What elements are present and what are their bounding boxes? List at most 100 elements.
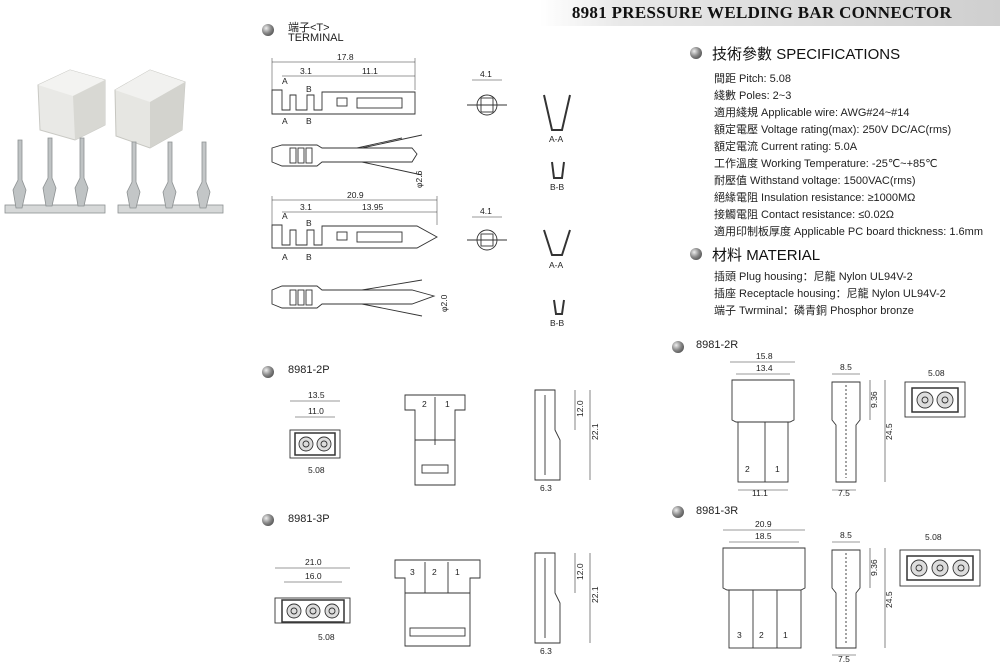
model-2p-label: 8981-2P — [288, 364, 330, 376]
dim-p3-h1: 12.0 — [575, 563, 585, 580]
drawing-8981-3r: 20.9 18.5 3 2 1 8.5 9.36 24.5 7.5 5.08 — [722, 519, 981, 664]
terminal-1-end-view: 4.1 — [467, 69, 507, 116]
label-bb-1: B-B — [550, 182, 565, 192]
section-bb-1: B-B — [550, 161, 565, 192]
terminal-photo-strip-right — [117, 141, 224, 214]
terminal-2-top-view: φ2.0 — [271, 279, 449, 317]
pin-r3-3: 3 — [737, 630, 742, 640]
dim-t-w1: 4.1 — [480, 69, 492, 79]
dim-p2-w1: 13.5 — [308, 390, 325, 400]
spec-voltage: 額定電壓 Voltage rating(max): 250V DC/AC(rms… — [714, 124, 952, 136]
spec-pcb: 適用印制板厚度 Applicable PC board thickness: 1… — [714, 226, 983, 238]
housing-photo-left — [37, 69, 106, 141]
specs-heading: 技術參數 SPECIFICATIONS — [712, 43, 900, 64]
spec-contact: 接觸電阻 Contact resistance: ≤0.02Ω — [714, 209, 894, 221]
material-heading-en: MATERIAL — [746, 247, 821, 264]
dim-r3-w1: 20.9 — [755, 519, 772, 529]
terminal-photo-strip-left — [4, 137, 106, 214]
sec-a-bottom: A — [282, 116, 288, 126]
dim-p3-w1: 21.0 — [305, 557, 322, 567]
bullet-icon — [672, 341, 684, 353]
material-terminal: 端子 Twrminal：磷青銅 Phosphor bronze — [714, 305, 914, 317]
pin-r2-1: 1 — [775, 464, 780, 474]
spec-pitch: 間距 Pitch: 5.08 — [714, 73, 792, 85]
terminal-label-en: TERMINAL — [288, 32, 344, 44]
dim-t-a2: 3.1 — [300, 202, 312, 212]
dim-t-b2: 13.95 — [362, 202, 384, 212]
dim-r2-h1: 9.36 — [869, 391, 879, 408]
dim-t-d1: φ2.6 — [414, 170, 424, 188]
dim-r2-b: 11.1 — [752, 488, 768, 498]
dim-r2-w1: 15.8 — [756, 351, 773, 361]
dim-t-b1: 11.1 — [362, 66, 378, 76]
drawing-8981-2r: 15.8 13.4 2 1 11.1 8.5 9.36 24.5 7.5 5.0… — [730, 351, 966, 498]
dim-r3-h2: 24.5 — [884, 591, 894, 608]
section-aa-2: A-A — [543, 229, 571, 270]
spec-poles: 綫數 Poles: 2~3 — [714, 90, 792, 102]
dim-t-d2: φ2.0 — [439, 294, 449, 312]
dim-t-len2: 20.9 — [347, 190, 364, 200]
housing-photo-right — [114, 69, 186, 149]
terminal-1-side-view: 17.8 3.1 11.1 A B A B — [271, 52, 416, 126]
dim-r2-d: 7.5 — [838, 488, 850, 498]
material-heading: 材料 MATERIAL — [712, 244, 820, 265]
dim-p2-h2: 22.1 — [590, 423, 600, 440]
specs-heading-cn: 技術參數 — [712, 46, 773, 63]
sec-b-bottom: B — [306, 116, 312, 126]
material-plug: 插頭 Plug housing：尼龍 Nylon UL94V-2 — [714, 271, 913, 283]
pin-p3-1: 1 — [455, 567, 460, 577]
material-heading-cn: 材料 — [712, 247, 743, 264]
pin-p3-3: 3 — [410, 567, 415, 577]
specs-heading-en: SPECIFICATIONS — [776, 46, 901, 63]
bullet-icon — [690, 47, 702, 59]
bullet-icon — [690, 248, 702, 260]
sec-b2-top: B — [306, 218, 312, 228]
dim-r2-p: 5.08 — [928, 368, 945, 378]
spec-insulation: 絕緣電阻 Insulation resistance: ≥1000MΩ — [714, 192, 916, 204]
dim-r2-w2: 13.4 — [756, 363, 773, 373]
dim-p3-h2: 22.1 — [590, 586, 600, 603]
pin-r3-2: 2 — [759, 630, 764, 640]
pin-p2-1: 1 — [445, 399, 450, 409]
dim-p2-p: 5.08 — [308, 465, 325, 475]
model-3r-label: 8981-3R — [696, 505, 739, 517]
dim-r3-s: 8.5 — [840, 530, 852, 540]
sec-a2-top: A — [282, 211, 288, 221]
pin-r2-2: 2 — [745, 464, 750, 474]
terminal-label-cn: 端子<T> — [288, 22, 330, 34]
page-title: 8981 PRESSURE WELDING BAR CONNECTOR — [540, 0, 1000, 26]
dim-t-len1: 17.8 — [337, 52, 354, 62]
sec-b2-bottom: B — [306, 252, 312, 262]
label-bb-2: B-B — [550, 318, 565, 328]
dim-t-a1: 3.1 — [300, 66, 312, 76]
dim-r2-s: 8.5 — [840, 362, 852, 372]
bullet-icon — [262, 514, 274, 526]
sec-b-top: B — [306, 84, 312, 94]
dim-p2-h1: 12.0 — [575, 400, 585, 417]
dim-r3-d: 7.5 — [838, 654, 850, 664]
dim-p3-d: 6.3 — [540, 646, 552, 656]
label-aa-1: A-A — [549, 134, 564, 144]
label-aa-2: A-A — [549, 260, 564, 270]
terminal-1-top-view: φ2.6 — [271, 134, 424, 188]
model-2r-label: 8981-2R — [696, 339, 739, 351]
spec-current: 額定電流 Current rating: 5.0A — [714, 141, 858, 153]
dim-r3-h1: 9.36 — [869, 559, 879, 576]
material-receptacle: 插座 Receptacle housing：尼龍 Nylon UL94V-2 — [714, 288, 946, 300]
spec-temperature: 工作溫度 Working Temperature: -25℃~+85℃ — [714, 158, 938, 170]
terminal-2-side-view: 20.9 3.1 13.95 A B A B — [271, 190, 438, 262]
drawing-8981-3p: 21.0 16.0 5.08 3 2 1 12.0 22.1 6.3 — [274, 552, 600, 656]
dim-t-w2: 4.1 — [480, 206, 492, 216]
spec-withstand: 耐壓值 Withstand voltage: 1500VAC(rms) — [714, 175, 916, 187]
dim-r3-p: 5.08 — [925, 532, 942, 542]
sec-a-top: A — [282, 76, 288, 86]
bullet-icon — [262, 366, 274, 378]
model-3p-label: 8981-3P — [288, 513, 330, 525]
drawing-8981-2p: 13.5 11.0 5.08 2 1 12.0 22.1 6.3 — [289, 389, 600, 493]
dim-p2-d: 6.3 — [540, 483, 552, 493]
pin-r3-1: 1 — [783, 630, 788, 640]
section-aa-1: A-A — [543, 94, 571, 144]
spec-wire: 適用綫規 Applicable wire: AWG#24~#14 — [714, 107, 910, 119]
dim-r3-w2: 18.5 — [755, 531, 772, 541]
dim-p3-p: 5.08 — [318, 632, 335, 642]
